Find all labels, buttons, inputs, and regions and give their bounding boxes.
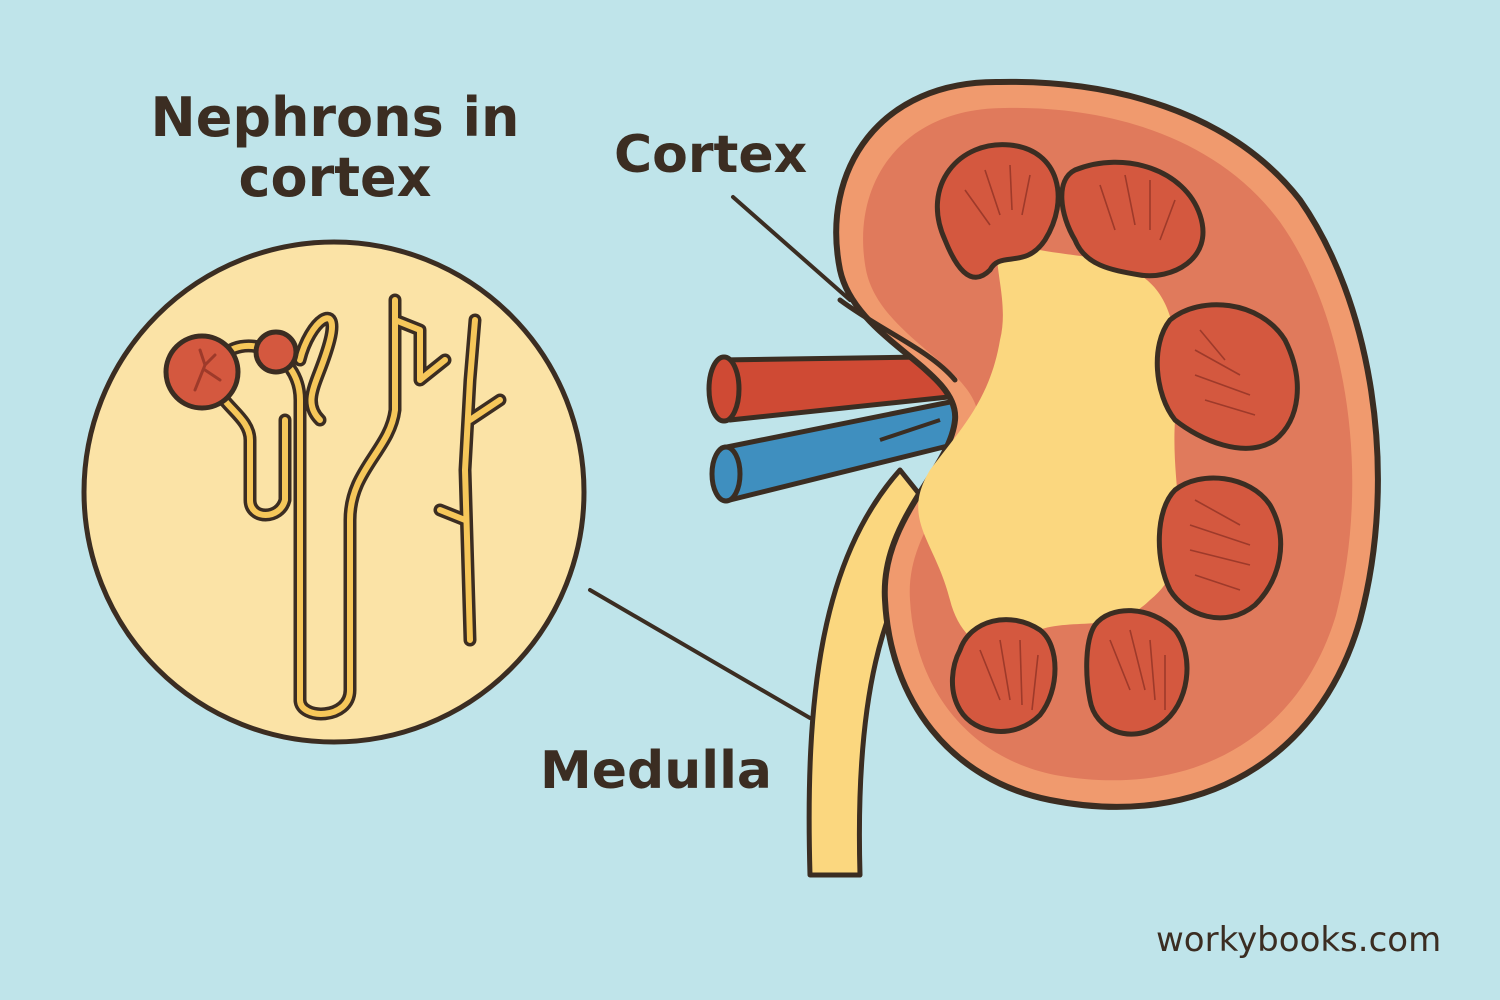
hilum-outline [837, 297, 958, 383]
renal-pelvis [918, 240, 1180, 648]
pyramid-striations [964, 164, 1256, 711]
source-credit: workybooks.com [1156, 920, 1442, 960]
nephron-inset [81, 239, 587, 745]
glomerulus-large [163, 333, 241, 411]
inset-title-line1: Nephrons in [150, 86, 520, 149]
renal-vein [709, 397, 975, 504]
cortex-label: Cortex [614, 125, 808, 185]
medulla-label: Medulla [540, 741, 772, 801]
cortex-leader-line [731, 195, 852, 302]
inset-title: Nephrons in cortex [150, 86, 520, 210]
glomerulus-small [253, 329, 299, 375]
renal-pyramids [934, 142, 1300, 737]
medulla-leader-line [588, 588, 812, 720]
inset-title-line2: cortex [238, 146, 432, 210]
